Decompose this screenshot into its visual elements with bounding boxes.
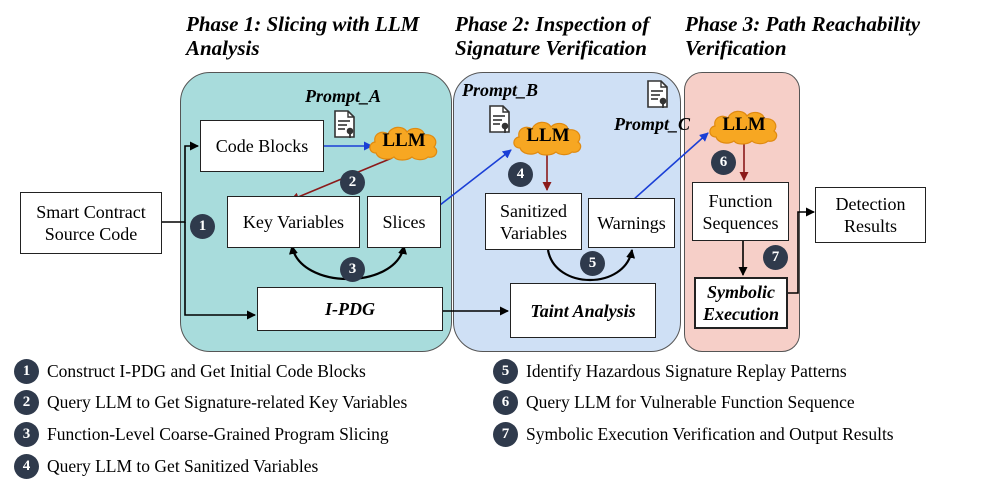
phase1-title: Phase 1: Slicing with LLM Analysis xyxy=(186,12,419,60)
slices-box: Slices xyxy=(367,196,441,248)
arrow-source-to-ipdg xyxy=(184,222,256,320)
legend-text-2: Query LLM to Get Signature-related Key V… xyxy=(47,392,408,412)
legend-text-6: Query LLM for Vulnerable Function Sequen… xyxy=(526,392,855,412)
legend-text-5: Identify Hazardous Signature Replay Patt… xyxy=(526,361,847,381)
sanitized-variables-box: Sanitized Variables xyxy=(485,193,582,250)
llm1-label: LLM xyxy=(382,130,426,151)
arrow-symbolic-to-detection xyxy=(788,207,815,294)
symbolic-execution-box: Symbolic Execution xyxy=(694,277,788,329)
step-7-marker: 7 xyxy=(763,245,788,270)
key-variables-box: Key Variables xyxy=(227,196,360,248)
prompt-c-label: Prompt_C xyxy=(614,114,691,134)
prompt-c-document-icon xyxy=(647,80,668,108)
legend-text-1: Construct I-PDG and Get Initial Code Blo… xyxy=(47,361,366,381)
legend-circle-2: 2 xyxy=(14,390,39,415)
source-code-box: Smart Contract Source Code xyxy=(20,192,162,254)
legend-item-7: 7 Symbolic Execution Verification and Ou… xyxy=(493,422,894,447)
step-4-marker: 4 xyxy=(508,162,533,187)
legend-text-3: Function-Level Coarse-Grained Program Sl… xyxy=(47,424,389,444)
prompt-b-document-icon xyxy=(489,105,510,133)
step-1-marker: 1 xyxy=(190,214,215,239)
phase3-title: Phase 3: Path Reachability Verification xyxy=(685,12,920,60)
phase2-title-line1: Phase 2: Inspection of xyxy=(455,12,650,36)
warnings-box: Warnings xyxy=(588,198,675,248)
legend-circle-3: 3 xyxy=(14,422,39,447)
legend-text-7: Symbolic Execution Verification and Outp… xyxy=(526,424,894,444)
step-6-marker: 6 xyxy=(711,150,736,175)
arrow-sanitized-warnings-curve xyxy=(546,249,636,281)
legend-item-5: 5 Identify Hazardous Signature Replay Pa… xyxy=(493,359,847,384)
function-sequences-box: Function Sequences xyxy=(692,182,789,241)
llm2-cloud-icon xyxy=(513,121,582,156)
llm3-cloud-icon xyxy=(709,110,778,145)
legend-item-6: 6 Query LLM for Vulnerable Function Sequ… xyxy=(493,390,855,415)
arrow-source-to-codeblocks xyxy=(162,141,199,223)
arrow-warnings-to-llm3 xyxy=(632,132,709,201)
phase1-title-line1: Phase 1: Slicing with LLM xyxy=(186,12,420,36)
legend-item-2: 2 Query LLM to Get Signature-related Key… xyxy=(14,390,407,415)
phase3-title-line1: Phase 3: Path Reachability xyxy=(685,12,921,36)
llm3-label: LLM xyxy=(722,114,766,135)
llm1-cloud-icon xyxy=(369,126,438,161)
prompt-b-label: Prompt_B xyxy=(462,80,539,100)
legend-circle-6: 6 xyxy=(493,390,518,415)
legend-item-4: 4 Query LLM to Get Sanitized Variables xyxy=(14,454,318,479)
prompt-a-document-icon xyxy=(334,110,355,138)
legend-circle-1: 1 xyxy=(14,359,39,384)
detection-results-box: Detection Results xyxy=(815,187,926,243)
phase2-title: Phase 2: Inspection of Signature Verific… xyxy=(455,12,649,60)
legend-circle-5: 5 xyxy=(493,359,518,384)
legend-item-3: 3 Function-Level Coarse-Grained Program … xyxy=(14,422,389,447)
step-5-marker: 5 xyxy=(580,251,605,276)
code-blocks-box: Code Blocks xyxy=(200,120,324,172)
phase3-title-line2: Verification xyxy=(685,36,787,60)
legend-circle-7: 7 xyxy=(493,422,518,447)
phase1-title-line2: Analysis xyxy=(186,36,260,60)
legend-item-1: 1 Construct I-PDG and Get Initial Code B… xyxy=(14,359,366,384)
taint-analysis-box: Taint Analysis xyxy=(510,283,656,338)
step-3-marker: 3 xyxy=(340,257,365,282)
legend-circle-4: 4 xyxy=(14,454,39,479)
phase2-title-line2: Signature Verification xyxy=(455,36,647,60)
llm2-label: LLM xyxy=(526,125,570,146)
prompt-a-label: Prompt_A xyxy=(305,86,382,106)
legend-text-4: Query LLM to Get Sanitized Variables xyxy=(47,456,319,476)
ipdg-box: I-PDG xyxy=(257,287,443,331)
step-2-marker: 2 xyxy=(340,170,365,195)
arrow-slices-to-llm2 xyxy=(439,149,512,206)
